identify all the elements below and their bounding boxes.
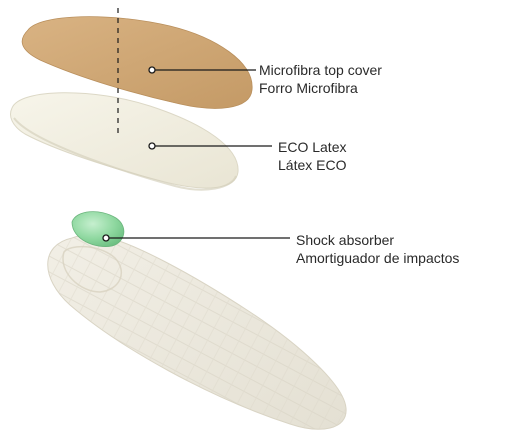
label-microfiber-es: Forro Microfibra bbox=[259, 79, 382, 97]
label-shock-absorber: Shock absorber Amortiguador de impactos bbox=[296, 231, 459, 267]
label-shock-en: Shock absorber bbox=[296, 231, 459, 249]
label-microfiber: Microfibra top cover Forro Microfibra bbox=[259, 61, 382, 97]
label-shock-es: Amortiguador de impactos bbox=[296, 249, 459, 267]
label-latex: ECO Latex Látex ECO bbox=[278, 138, 346, 174]
label-microfiber-en: Microfibra top cover bbox=[259, 61, 382, 79]
leader-shock-absorber bbox=[103, 235, 290, 241]
label-latex-en: ECO Latex bbox=[278, 138, 346, 156]
label-latex-es: Látex ECO bbox=[278, 156, 346, 174]
